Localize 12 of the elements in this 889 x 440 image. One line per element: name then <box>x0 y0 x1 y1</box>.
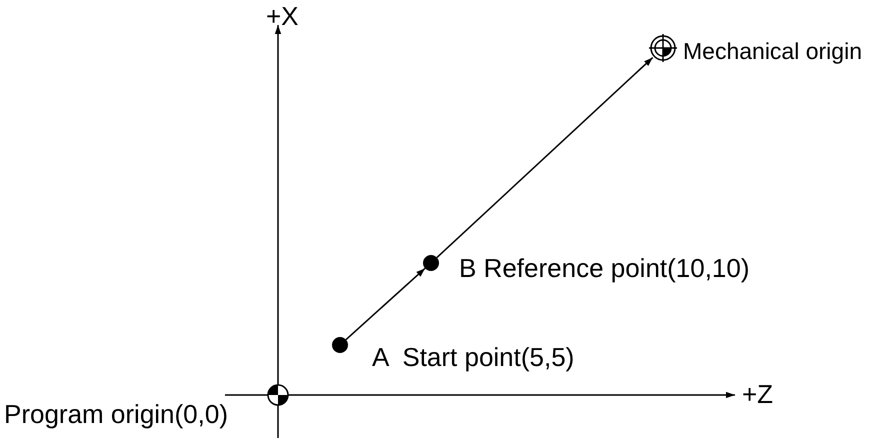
axis-label: +X <box>266 0 299 32</box>
point-label: A Start point(5,5) <box>372 341 574 373</box>
point-label: Program origin(0,0) <box>4 398 228 430</box>
point-label: Mechanical origin <box>683 37 862 66</box>
machine-origin-symbol <box>649 34 677 62</box>
point-dot <box>423 255 439 271</box>
arrow <box>436 56 654 258</box>
axis-label: +Z <box>742 378 774 410</box>
point-dot <box>332 337 348 353</box>
point-label: B Reference point(10,10) <box>459 252 750 284</box>
origin-symbol <box>267 384 289 406</box>
arrow <box>345 268 426 340</box>
